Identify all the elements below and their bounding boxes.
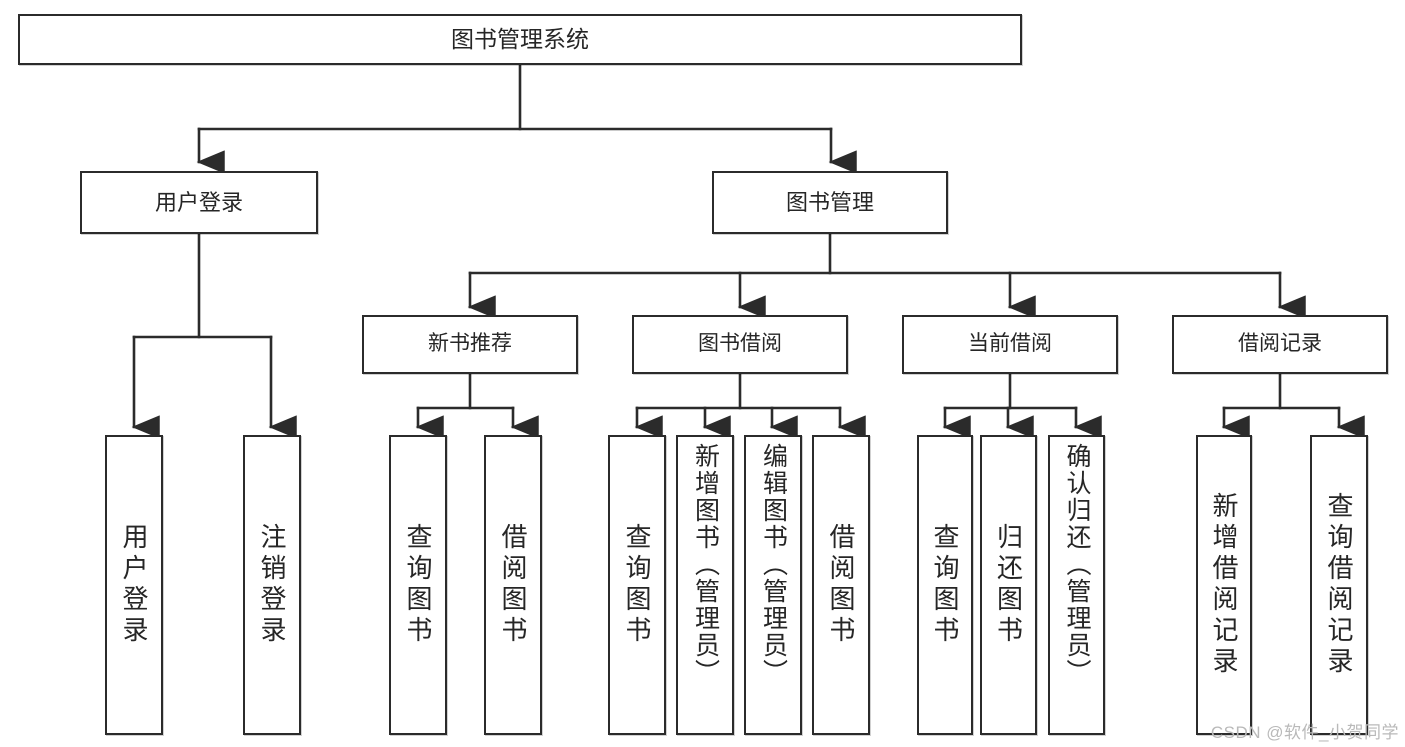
node-leaf-borrow-book-1[interactable]: 借阅图书 bbox=[484, 435, 542, 735]
node-leaf-query-book-1-label: 查询图书 bbox=[403, 523, 433, 647]
node-new-book-recommend[interactable]: 新书推荐 bbox=[362, 315, 578, 374]
node-leaf-user-login[interactable]: 用户登录 bbox=[105, 435, 163, 735]
node-leaf-add-book[interactable]: 新增图书（管理员） bbox=[676, 435, 734, 735]
node-leaf-user-login-label: 用户登录 bbox=[119, 523, 149, 647]
node-leaf-query-book-3[interactable]: 查询图书 bbox=[917, 435, 973, 735]
node-book-borrow-label: 图书借阅 bbox=[698, 332, 782, 356]
node-current-borrow[interactable]: 当前借阅 bbox=[902, 315, 1118, 374]
node-leaf-query-record[interactable]: 查询借阅记录 bbox=[1310, 435, 1368, 735]
node-leaf-add-record[interactable]: 新增借阅记录 bbox=[1196, 435, 1252, 735]
node-leaf-borrow-book-2-label: 借阅图书 bbox=[826, 523, 856, 647]
node-borrow-record[interactable]: 借阅记录 bbox=[1172, 315, 1388, 374]
node-borrow-record-label: 借阅记录 bbox=[1238, 332, 1322, 356]
node-leaf-query-book-1[interactable]: 查询图书 bbox=[389, 435, 447, 735]
node-leaf-confirm-return[interactable]: 确认归还（管理员） bbox=[1048, 435, 1105, 735]
node-leaf-add-record-label: 新增借阅记录 bbox=[1209, 492, 1239, 678]
node-leaf-user-logout[interactable]: 注销登录 bbox=[243, 435, 301, 735]
node-leaf-query-record-label: 查询借阅记录 bbox=[1324, 492, 1354, 678]
node-leaf-borrow-book-2[interactable]: 借阅图书 bbox=[812, 435, 870, 735]
node-leaf-query-book-2[interactable]: 查询图书 bbox=[608, 435, 666, 735]
node-leaf-user-logout-label: 注销登录 bbox=[257, 523, 287, 647]
node-leaf-query-book-3-label: 查询图书 bbox=[930, 523, 960, 647]
node-leaf-borrow-book-1-label: 借阅图书 bbox=[498, 523, 528, 647]
node-user-login[interactable]: 用户登录 bbox=[80, 171, 318, 234]
node-leaf-query-book-2-label: 查询图书 bbox=[622, 523, 652, 647]
node-leaf-edit-book[interactable]: 编辑图书（管理员） bbox=[744, 435, 802, 735]
node-leaf-add-book-label: 新增图书（管理员） bbox=[691, 443, 720, 686]
node-new-book-recommend-label: 新书推荐 bbox=[428, 332, 512, 356]
node-leaf-edit-book-label: 编辑图书（管理员） bbox=[759, 443, 788, 686]
node-current-borrow-label: 当前借阅 bbox=[968, 332, 1052, 356]
node-leaf-confirm-return-label: 确认归还（管理员） bbox=[1063, 443, 1091, 686]
node-book-manage[interactable]: 图书管理 bbox=[712, 171, 948, 234]
node-user-login-label: 用户登录 bbox=[154, 189, 243, 215]
node-book-manage-label: 图书管理 bbox=[785, 189, 874, 215]
node-root[interactable]: 图书管理系统 bbox=[18, 14, 1022, 65]
node-leaf-return-book-label: 归还图书 bbox=[993, 523, 1024, 647]
node-leaf-return-book[interactable]: 归还图书 bbox=[980, 435, 1037, 735]
node-root-label: 图书管理系统 bbox=[451, 26, 589, 53]
node-book-borrow[interactable]: 图书借阅 bbox=[632, 315, 848, 374]
